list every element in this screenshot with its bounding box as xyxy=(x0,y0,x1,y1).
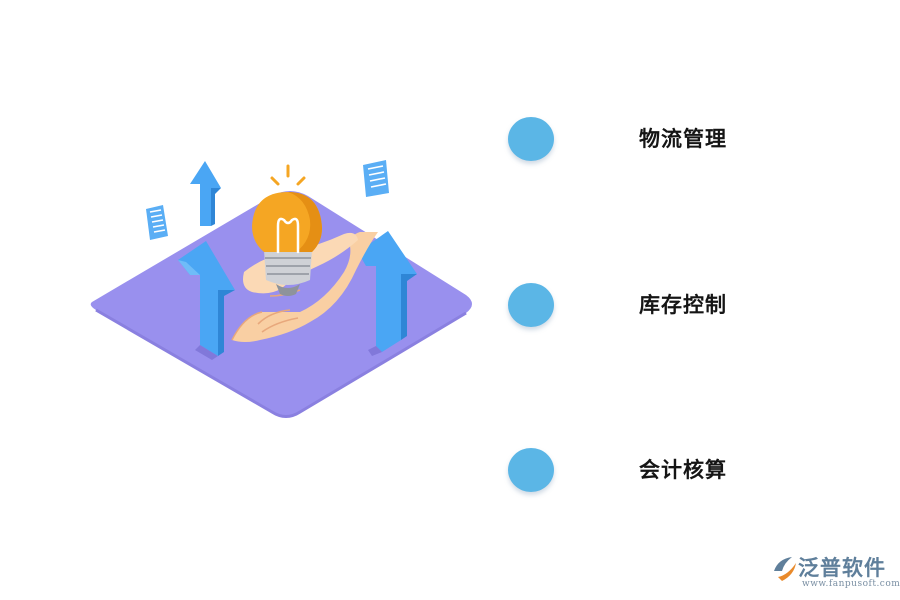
idea-illustration xyxy=(90,160,473,418)
bullet-dot xyxy=(508,117,554,161)
small-arrow-icon xyxy=(190,161,221,226)
brand-mark-icon xyxy=(774,557,796,581)
brand-name: 泛普软件 xyxy=(798,556,886,580)
lightbulb-icon xyxy=(252,164,322,296)
big-arrow-left-icon xyxy=(178,241,235,360)
feature-item-inventory: 库存控制 xyxy=(508,283,828,331)
bullet-dot xyxy=(508,283,554,327)
feature-label: 物流管理 xyxy=(639,127,727,151)
brand-url: www.fanpusoft.com xyxy=(802,579,900,589)
feature-label: 会计核算 xyxy=(639,458,727,482)
document-icon-right xyxy=(363,160,389,197)
feature-label: 库存控制 xyxy=(639,293,727,317)
big-arrow-right-icon xyxy=(358,231,417,356)
bullet-dot xyxy=(508,448,554,492)
feature-item-accounting: 会计核算 xyxy=(508,448,828,496)
brand-logo: 泛普软件 www.fanpusoft.com xyxy=(768,548,900,594)
document-icon-left xyxy=(146,205,168,240)
feature-item-logistics: 物流管理 xyxy=(508,117,828,165)
